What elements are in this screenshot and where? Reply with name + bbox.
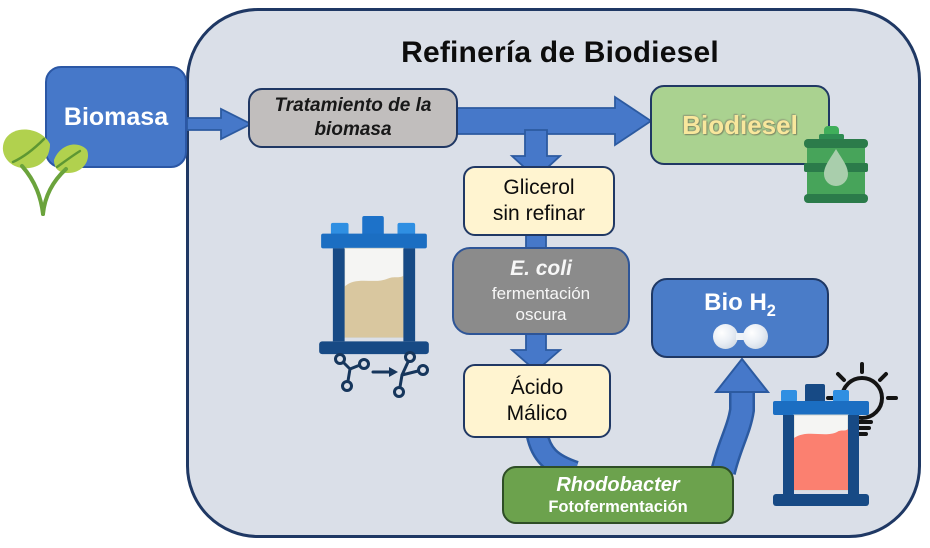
glicerol-line2: sin refinar bbox=[492, 202, 586, 225]
acido-line2: Málico bbox=[506, 402, 568, 425]
node-rhodobacter: Rhodobacter Fotofermentación bbox=[502, 466, 734, 524]
rhodobacter-organism: Rhodobacter bbox=[556, 473, 680, 496]
node-tratamiento: Tratamiento de la biomasa bbox=[248, 88, 458, 148]
tratamiento-line2: biomasa bbox=[314, 119, 392, 140]
arrowhead-to-bioh2 bbox=[713, 357, 771, 393]
node-glicerol: Glicerol sin refinar bbox=[463, 166, 615, 236]
node-ecoli: E. coli fermentación oscura bbox=[452, 247, 630, 335]
ecoli-process-line2: oscura bbox=[515, 305, 567, 325]
acido-line1: Ácido bbox=[510, 375, 564, 399]
bioreactor-red-icon bbox=[773, 384, 869, 506]
seedling-icon bbox=[2, 129, 89, 216]
molecule-conversion-icon bbox=[334, 351, 429, 398]
glicerol-line1: Glicerol bbox=[503, 175, 575, 199]
rhodobacter-process: Fotofermentación bbox=[548, 498, 688, 517]
biodiesel-label: Biodiesel bbox=[682, 109, 798, 140]
node-biodiesel: Biodiesel bbox=[650, 85, 830, 165]
bioreactor-tan-icon bbox=[319, 216, 429, 355]
h2-atom-left bbox=[712, 323, 738, 349]
h2-atom-right bbox=[742, 323, 768, 349]
node-biomasa: Biomasa bbox=[45, 66, 187, 168]
arrow-biomasa-to-tratamiento bbox=[186, 107, 254, 141]
arrow-rhodobacter-to-bioh2-fill bbox=[712, 391, 753, 475]
arrow-ecoli-to-acido bbox=[509, 331, 563, 373]
biomasa-label: Biomasa bbox=[63, 102, 169, 131]
node-bio-h2: Bio H2 bbox=[651, 278, 829, 358]
ecoli-organism: E. coli bbox=[510, 256, 572, 280]
h2-bond bbox=[735, 332, 745, 340]
oil-barrel-icon bbox=[804, 126, 868, 203]
tratamiento-line1: Tratamiento de la bbox=[274, 95, 432, 117]
h2-molecule-icon bbox=[712, 323, 768, 349]
diagram-title: Refinería de Biodiesel bbox=[401, 36, 719, 69]
ecoli-process-line1: fermentación bbox=[491, 283, 591, 303]
arrow-tratamiento-to-biodiesel bbox=[454, 95, 653, 147]
bio-h2-subscript: 2 bbox=[766, 301, 776, 320]
node-acido-malico: Ácido Málico bbox=[463, 364, 611, 438]
bio-h2-label: Bio H2 bbox=[704, 289, 776, 320]
